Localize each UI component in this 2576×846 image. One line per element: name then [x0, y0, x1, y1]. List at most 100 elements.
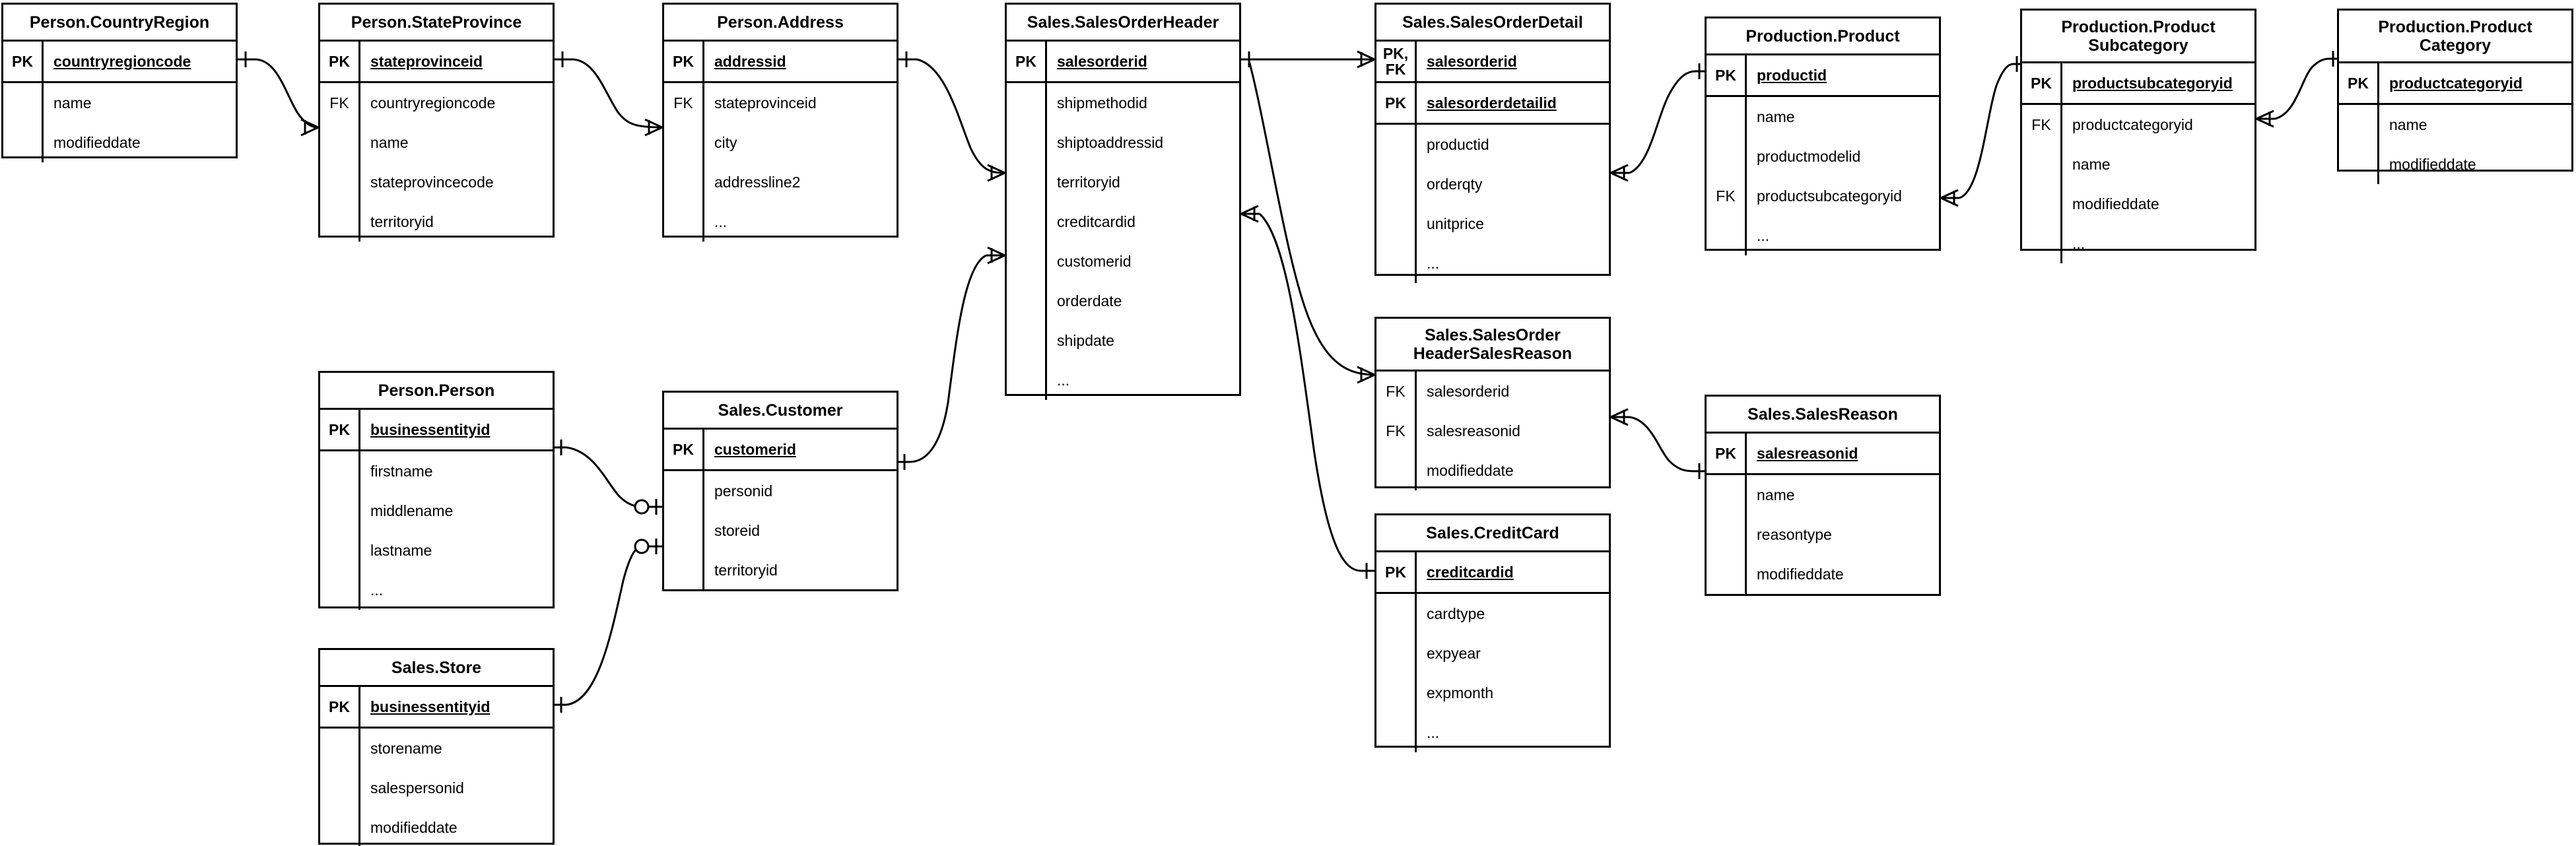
- attribute-row[interactable]: stateprovincecode: [320, 162, 553, 202]
- key-badge: [320, 162, 358, 202]
- attribute-row[interactable]: storename: [320, 729, 553, 768]
- attribute-row[interactable]: unitprice: [1376, 204, 1609, 244]
- attribute-row[interactable]: shiptoaddressid: [1007, 123, 1239, 162]
- attribute-name: productcategoryid: [2072, 115, 2193, 133]
- key-badge: [320, 123, 358, 162]
- attribute-row[interactable]: customerid: [1007, 242, 1239, 281]
- attribute-row[interactable]: name: [1707, 475, 1939, 515]
- attribute-row[interactable]: territoryid: [1007, 162, 1239, 202]
- attribute-row[interactable]: shipdate: [1007, 321, 1239, 360]
- attribute-row[interactable]: ...: [1376, 713, 1609, 752]
- attribute-row[interactable]: orderqty: [1376, 164, 1609, 204]
- attribute-row[interactable]: expyear: [1376, 634, 1609, 673]
- attribute-name: name: [1757, 486, 1795, 504]
- attribute-row[interactable]: personid: [664, 471, 897, 511]
- key-badge: [3, 83, 42, 123]
- attribute-name: addressline2: [714, 173, 801, 191]
- attribute-row[interactable]: ...: [664, 202, 897, 242]
- attribute-row[interactable]: ...: [2022, 224, 2254, 263]
- attribute-row[interactable]: modifieddate: [320, 808, 553, 846]
- attribute-row[interactable]: name: [320, 123, 553, 162]
- attribute-name: addressid: [714, 52, 786, 70]
- attribute-row[interactable]: storeid: [664, 511, 897, 550]
- attribute-row[interactable]: ...: [1007, 360, 1239, 400]
- attribute-row[interactable]: creditcardid: [1007, 202, 1239, 242]
- attribute-row[interactable]: modifieddate: [1376, 451, 1609, 490]
- attribute-row[interactable]: cardtype: [1376, 594, 1609, 634]
- attribute-row[interactable]: orderdate: [1007, 281, 1239, 321]
- attribute-row[interactable]: firstname: [320, 451, 553, 491]
- attribute-row[interactable]: name: [3, 83, 236, 123]
- attribute-row[interactable]: modifieddate: [3, 123, 236, 162]
- attribute-row[interactable]: reasontype: [1707, 515, 1939, 554]
- key-badge: PK, FK: [1382, 44, 1409, 78]
- attribute-row[interactable]: expmonth: [1376, 673, 1609, 713]
- attribute-row[interactable]: ...: [1376, 244, 1609, 283]
- attribute-row[interactable]: territoryid: [664, 550, 897, 590]
- attribute-row[interactable]: lastname: [320, 531, 553, 570]
- key-column-divider: [1415, 125, 1417, 283]
- attribute-row[interactable]: name: [2022, 145, 2254, 184]
- attribute-name: modifieddate: [370, 818, 458, 836]
- attribute-row[interactable]: ...: [320, 570, 553, 610]
- attribute-row[interactable]: addressline2: [664, 162, 897, 202]
- attribute-row[interactable]: territoryid: [320, 202, 553, 242]
- entity-title: Production.Product Category: [2339, 11, 2571, 63]
- key-column-divider: [1415, 372, 1417, 490]
- key-column-divider: [1415, 594, 1417, 752]
- attribute-row[interactable]: shipmethodid: [1007, 83, 1239, 123]
- attribute-row[interactable]: salespersonid: [320, 768, 553, 808]
- attribute-row[interactable]: name: [2339, 105, 2571, 145]
- attribute-name: territoryid: [1057, 173, 1120, 191]
- attribute-row[interactable]: productid: [1376, 125, 1609, 164]
- attribute-row[interactable]: modifieddate: [2022, 184, 2254, 224]
- attribute-row[interactable]: productmodelid: [1707, 137, 1939, 176]
- attribute-row[interactable]: name: [1707, 97, 1939, 137]
- attribute-row[interactable]: middlename: [320, 491, 553, 531]
- attribute-row[interactable]: city: [664, 123, 897, 162]
- key-badge: PK: [2031, 74, 2052, 92]
- key-badge: [3, 123, 42, 162]
- attribute-row[interactable]: modifieddate: [1707, 554, 1939, 594]
- attribute-row[interactable]: modifieddate: [2339, 145, 2571, 184]
- attribute-row[interactable]: ...: [1707, 216, 1939, 255]
- entity-title: Sales.CreditCard: [1376, 515, 1609, 552]
